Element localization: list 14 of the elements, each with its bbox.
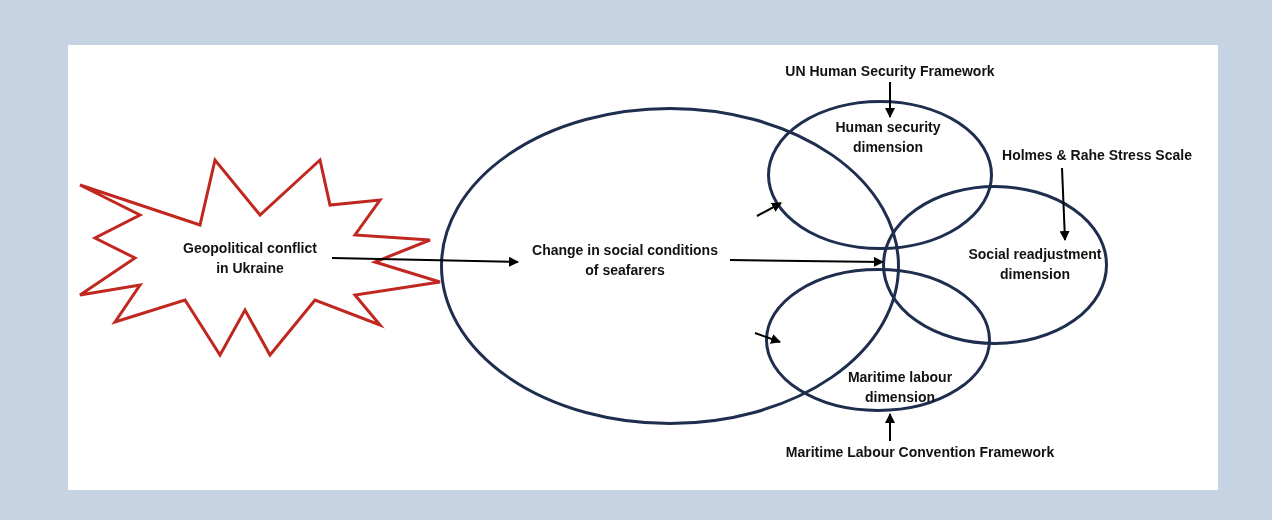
- arrow: [756, 202, 782, 217]
- node-label: Social readjustment dimension: [967, 245, 1103, 284]
- arrow: [1059, 167, 1070, 241]
- node-label: Change in social conditions of seafarers: [531, 241, 719, 280]
- node-label: Maritime labour dimension: [846, 368, 954, 407]
- arrow: [754, 332, 781, 344]
- arrow: [885, 413, 895, 442]
- arrow: [729, 256, 884, 267]
- framework-label: Maritime Labour Convention Framework: [784, 443, 1056, 462]
- framework-label: Holmes & Rahe Stress Scale: [1001, 146, 1193, 165]
- framework-label: UN Human Security Framework: [784, 62, 996, 81]
- node-label: Human security dimension: [834, 118, 942, 157]
- arrow: [885, 81, 895, 118]
- node-label: Geopolitical conflict in Ukraine: [182, 239, 318, 278]
